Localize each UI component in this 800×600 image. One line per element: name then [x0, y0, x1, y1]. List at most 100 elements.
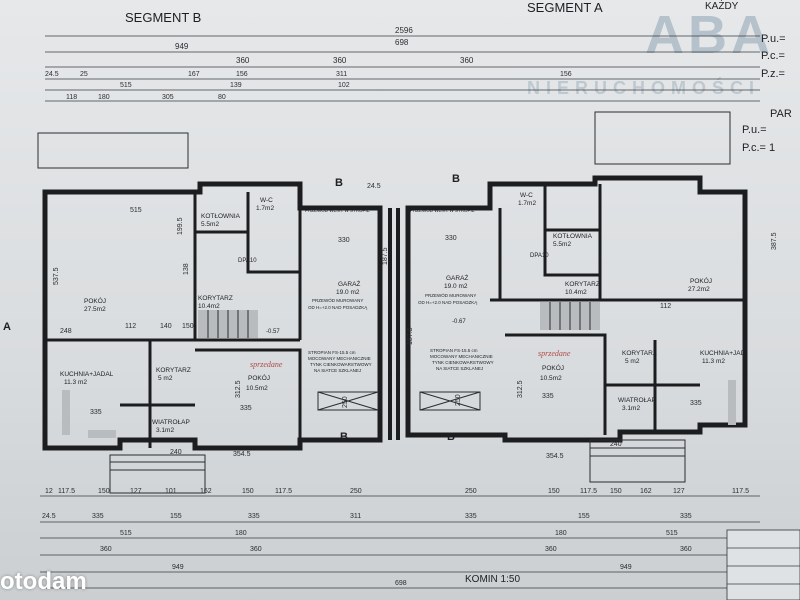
interior-walls-a [490, 184, 745, 435]
section-marker-a-left: A [3, 321, 11, 333]
otodam-watermark: otodam [0, 568, 87, 595]
room-b-pokoj2-area: 10.5m2 [246, 385, 268, 392]
note-strop3-b: TYNK CIENKOWARSTWOWY [310, 362, 372, 367]
room-a-pokoj-area: 27.2m2 [688, 286, 710, 293]
room-b-pokoj-area: 27.5m2 [84, 306, 106, 313]
top-dim-360c: 360 [460, 56, 474, 65]
bottom-dim-r2-13: 335 [680, 513, 692, 520]
corner-pu: P.u.= [761, 33, 786, 45]
bottom-dim-r1-25: 117.5 [732, 488, 749, 495]
dim-312-5-b: 312.5 [235, 380, 242, 398]
room-b-wc-area: 1.7m2 [256, 205, 274, 212]
dim-330-b: 330 [338, 237, 350, 244]
room-b-korytarz2-area: 5 m2 [158, 375, 173, 382]
dim-138: 138 [183, 263, 190, 275]
dim-335-b1: 335 [90, 409, 102, 416]
top-dim-total: 2596 [395, 26, 413, 35]
bottom-dim-r3-3: 515 [666, 530, 678, 537]
bottom-dim-r4-3: 360 [545, 546, 557, 553]
kitchen-counter-b [62, 390, 70, 435]
top-dim-r5-8: 102 [338, 82, 350, 89]
corner-pu2: P.u.= [742, 124, 767, 136]
walls-segment-a [405, 175, 748, 443]
note-strop2-a: MOCOWANY MECHANICZNIE [430, 354, 493, 359]
corner-pc: P.c.= [761, 50, 785, 62]
top-dim-r4-4: 156 [236, 71, 248, 78]
bottom-dim-r2-5: 335 [248, 513, 260, 520]
bottom-dim-r3-0: 515 [120, 530, 132, 537]
agency-logo: ABA NIERUCHOMOŚCI [475, 0, 800, 105]
bottom-dim-r3-1: 180 [235, 530, 247, 537]
bottom-dim-r1-4: 101 [165, 488, 177, 495]
dim-112-b: 112 [125, 323, 136, 330]
top-dim-r4-2: 167 [188, 71, 200, 78]
bottom-dimension-lines [40, 495, 760, 589]
note-przewod-b: PRZEWÓD WENT. W STROPIE [305, 207, 370, 213]
room-a-kuchnia-area: 11.3 m2 [702, 358, 725, 365]
room-a-korytarz-name: KORYTARZ [565, 281, 600, 288]
room-a-pokoj-name: POKÓJ [690, 276, 712, 285]
kitchen-counter-b2 [88, 430, 116, 438]
dim-250-a: 250 [455, 394, 462, 406]
dim-140: 140 [160, 323, 172, 330]
bottom-dim-r2-9: 335 [465, 513, 477, 520]
terrace-a [594, 111, 731, 165]
bottom-dim-r1-0: 12 [45, 488, 53, 495]
logo-subtitle: NIERUCHOMOŚCI [527, 78, 761, 98]
kitchen-counter-a [728, 380, 736, 425]
terrace-b [37, 132, 189, 169]
corner-kazdy: KAŻDY [705, 0, 739, 12]
room-a-garaz-name: GARAŻ [446, 273, 468, 282]
section-marker-b-bottom: B [340, 431, 348, 443]
room-b-kuchnia-name: KUCHNIA+JADAL [60, 371, 114, 378]
bottom-dim-r1-10: 250 [350, 488, 362, 495]
dim-335-a2: 335 [690, 400, 702, 407]
dim-354-5-b: 354.5 [233, 451, 251, 458]
room-a-wc-name: W-C [520, 192, 533, 199]
dim-335-a1: 335 [542, 393, 554, 400]
dim-187-5-b: 187.5 [382, 247, 389, 265]
segment-a-title: SEGMENT A [527, 0, 603, 15]
handwritten-note-a: sprzedane [538, 349, 571, 358]
dim-24-5: 24.5 [367, 183, 381, 190]
note-strop2-b: MOCOWANY MECHANICZNIE [308, 356, 371, 361]
bottom-dim-r3-2: 180 [555, 530, 567, 537]
note-przewod-a: PRZEWÓD WENT. W STROPIE [410, 207, 475, 213]
bottom-dim-r1-20: 117.5 [580, 488, 597, 495]
room-b-kotlownia-area: 5.5m2 [201, 221, 219, 228]
room-a-wiatrolap-area: 3.1m2 [622, 405, 640, 412]
note-murowany-b: PRZEWÓD MUROWANY [312, 297, 363, 303]
room-a-korytarz-area: 10.4m2 [565, 289, 587, 296]
room-a-wc-area: 1.7m2 [518, 200, 536, 207]
top-dim-r4-1: 25 [80, 71, 88, 78]
bottom-dim-r1-16: 250 [465, 488, 477, 495]
room-b-kotlownia-name: KOTŁOWNIA [201, 213, 241, 220]
top-dim-r6-0: 118 [66, 94, 77, 101]
dim-240-a: 240 [610, 441, 622, 448]
top-dim-r4-0: 24.5 [45, 71, 59, 78]
room-a-korytarz2-name: KORYTARZ [622, 350, 657, 357]
room-a-pokoj2-area: 10.5m2 [540, 375, 562, 382]
stamp-table [726, 529, 800, 600]
top-dim-698: 698 [395, 38, 409, 47]
dim-515: 515 [130, 207, 142, 214]
note-murowany-h-b: OD H=+2.0 NAD POSADZKĄ [308, 305, 368, 310]
section-marker-b-top2: B [452, 173, 460, 185]
room-b-korytarz2-name: KORYTARZ [156, 367, 191, 374]
room-b-wc-name: W-C [260, 197, 273, 204]
dim-240-b: 240 [170, 449, 182, 456]
bottom-dim-698: 698 [395, 580, 407, 587]
room-b-pokoj-name: POKÓJ [84, 296, 106, 305]
bottom-dim-r2-0: 24.5 [42, 513, 56, 520]
segment-b-title: SEGMENT B [125, 10, 201, 25]
logo-text: ABA [645, 5, 774, 65]
section-marker-b-top: B [335, 177, 343, 189]
bottom-dim-949-b: 949 [172, 564, 184, 571]
corner-par: PAR [770, 108, 792, 120]
top-dim-r4-7: 311 [336, 71, 347, 78]
entrance-steps-b [109, 454, 206, 494]
dim-537-5: 537.5 [53, 267, 60, 285]
garage-door-a [419, 391, 481, 411]
bottom-dim-r1-24: 127 [673, 488, 685, 495]
